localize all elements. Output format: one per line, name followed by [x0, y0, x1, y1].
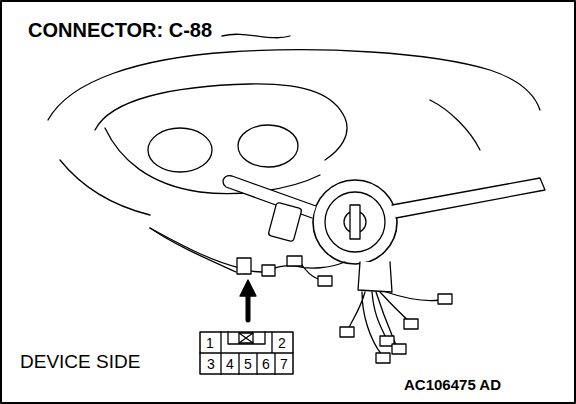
pin-number: 3	[207, 357, 215, 371]
dashboard-right-line	[430, 100, 480, 150]
wire-connector	[340, 327, 354, 337]
pointer-arrow-head	[240, 280, 256, 296]
wire-connector	[262, 265, 275, 276]
connector-title: CONNECTOR: C-88	[28, 20, 212, 40]
wire-connector	[318, 276, 332, 286]
dashboard-lower-line	[60, 160, 150, 215]
wire-connector	[392, 344, 406, 354]
wire-connector	[287, 256, 302, 266]
harness-wires	[348, 292, 440, 355]
wire-connector	[438, 294, 452, 304]
pin-number: 6	[262, 357, 270, 371]
pin-number: 2	[278, 336, 286, 350]
cluster-lower-edge	[105, 128, 320, 194]
lock-tab	[239, 333, 253, 343]
dashboard-outline	[48, 50, 540, 120]
shaft-key	[350, 205, 360, 239]
c88-connector	[237, 258, 251, 274]
pointer-arrow-shaft	[246, 294, 251, 320]
title-tail-line	[222, 34, 290, 37]
view-label: DEVICE SIDE	[20, 352, 140, 371]
switch-body	[358, 262, 392, 292]
lock-notch	[228, 332, 265, 344]
gauge-opening	[148, 128, 212, 172]
wire-connector	[404, 319, 418, 329]
lever-knob	[268, 202, 302, 242]
pin-number: 7	[280, 357, 288, 371]
clock-spring-inner	[325, 192, 385, 252]
gauge-opening	[238, 125, 298, 167]
harness-left-second	[150, 228, 236, 272]
clock-spring	[313, 180, 397, 264]
figure-code: AC106475 AD	[404, 377, 501, 392]
wire-connector	[376, 353, 390, 363]
pin-number: 4	[226, 357, 234, 371]
wiper-lever	[392, 178, 545, 218]
lock-tab-cross	[239, 333, 253, 343]
lighting-lever	[223, 176, 316, 218]
cavity-dividers	[200, 332, 293, 374]
connector-face	[200, 332, 293, 374]
pin-number: 1	[206, 336, 214, 350]
harness-left	[150, 228, 345, 280]
cluster-hood	[95, 84, 347, 160]
pin-number: 5	[244, 357, 252, 371]
